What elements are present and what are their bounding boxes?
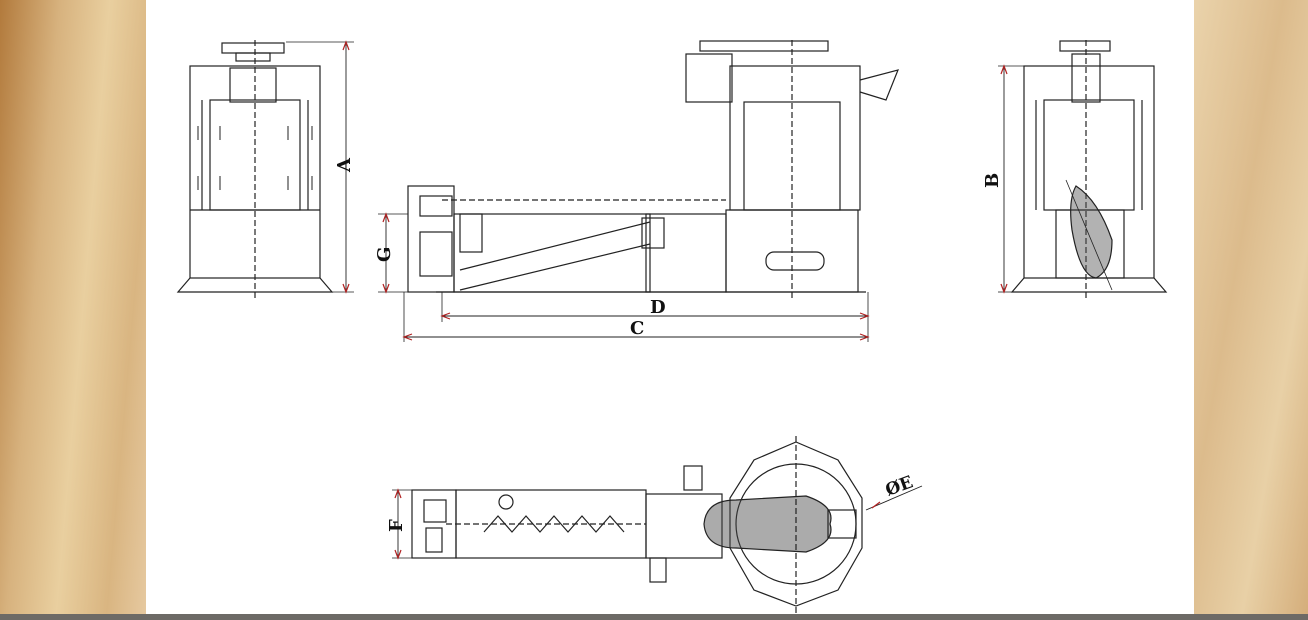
label-c: C <box>630 318 644 339</box>
wheat-background-right <box>1194 0 1308 620</box>
label-e: ØE <box>883 472 916 500</box>
label-g: G <box>374 247 395 262</box>
wheat-background-left <box>0 0 146 620</box>
dimension-d <box>440 292 870 322</box>
dimension-b <box>998 64 1024 294</box>
front-view-left <box>176 40 334 298</box>
bottom-bar <box>0 614 1308 620</box>
dimension-a <box>286 40 354 294</box>
dimension-g <box>378 212 408 294</box>
side-view-middle <box>407 40 899 298</box>
label-a: A <box>334 157 355 173</box>
top-view-bottom <box>411 436 923 614</box>
technical-drawing: A B G F D C ØE <box>176 40 1168 614</box>
label-b: B <box>982 173 1003 188</box>
label-f: F <box>386 519 407 532</box>
dimension-c <box>402 292 870 342</box>
drawing-sheet: A B G F D C ØE <box>146 0 1194 614</box>
end-view-right <box>1010 40 1168 298</box>
label-d: D <box>650 297 666 318</box>
dimension-f <box>392 488 412 560</box>
